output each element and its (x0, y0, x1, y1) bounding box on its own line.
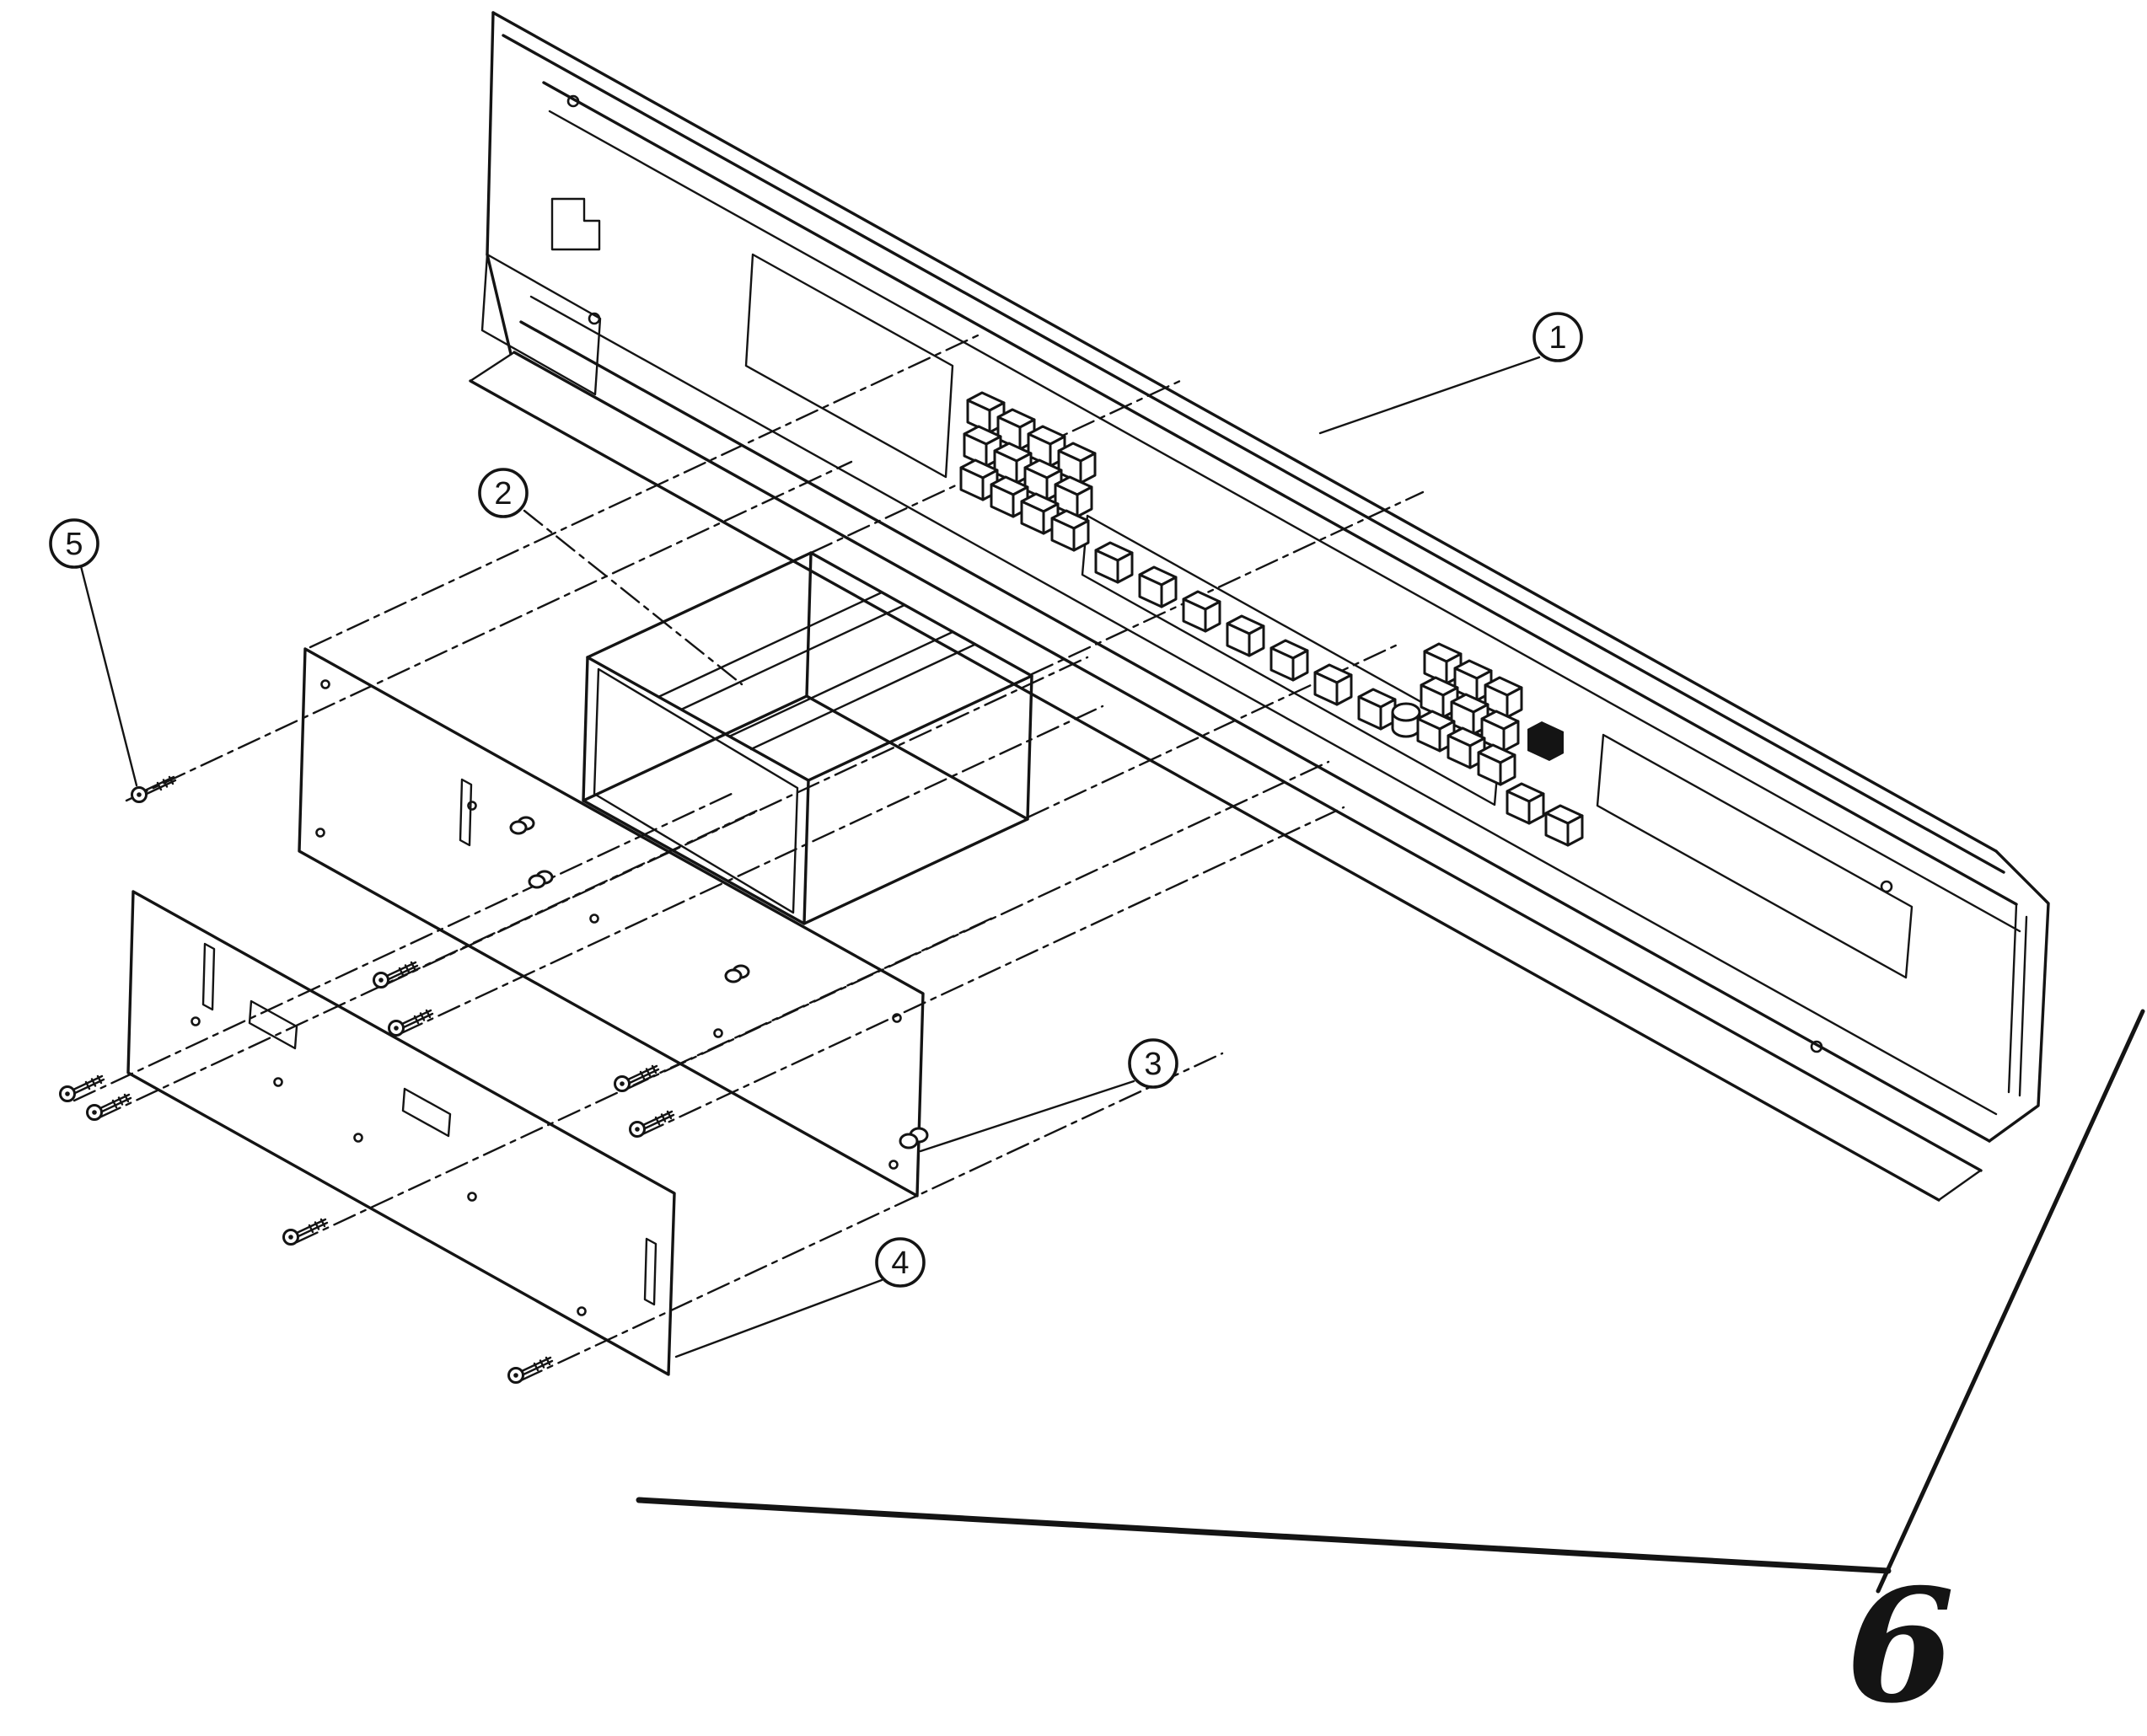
front-panel (126, 890, 676, 1376)
screw (282, 1218, 329, 1246)
page-number: 6 (1846, 1554, 1955, 1736)
shaft-knob (1391, 702, 1421, 738)
black-button (1527, 721, 1564, 761)
callout-3-number: 3 (1144, 1047, 1162, 1082)
mounting-bracket (582, 551, 1033, 925)
screw (388, 1009, 434, 1037)
page-border-lines (636, 1009, 2145, 1594)
screw (629, 1110, 675, 1138)
callout-5: 5 (49, 518, 138, 787)
callout-4-circle (875, 1237, 926, 1288)
standoff-pegs (509, 816, 929, 1149)
callout-4-number: 4 (891, 1246, 909, 1281)
callout-4: 4 (674, 1237, 926, 1358)
callout-1-circle (1532, 312, 1583, 362)
screw (614, 1064, 660, 1092)
callout-3: 3 (919, 1038, 1178, 1153)
callout-1: 1 (1318, 312, 1583, 435)
control-panel-assembly (469, 11, 2050, 1202)
callout-1-number: 1 (1549, 320, 1566, 356)
callout-5-circle (49, 518, 99, 569)
inner-panel (298, 647, 929, 1198)
screw (86, 1093, 132, 1121)
callout-3-circle (1128, 1038, 1178, 1089)
callout-5-number: 5 (65, 527, 83, 562)
mounting-screws (59, 775, 675, 1384)
screw (373, 961, 419, 989)
callout-2-number: 2 (494, 476, 512, 512)
callout-2: 2 (478, 468, 529, 518)
keypad-button-cluster-left (959, 391, 1097, 552)
alignment-centerlines (72, 334, 1425, 1382)
callout-2-circle (478, 468, 529, 518)
screw (507, 1356, 554, 1384)
